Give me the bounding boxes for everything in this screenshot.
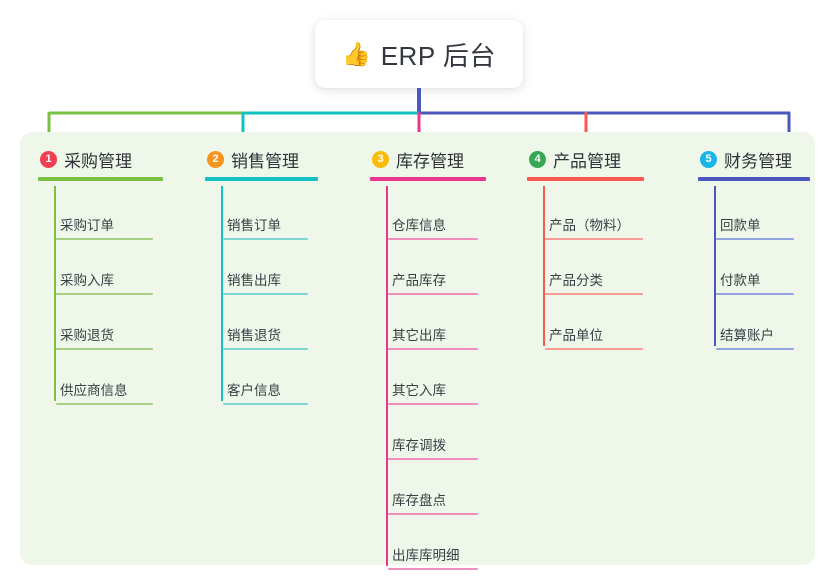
leaf-item[interactable]: 产品单位 bbox=[545, 324, 643, 350]
leaf-item-label: 销售出库 bbox=[227, 273, 281, 288]
leaf-item-rule bbox=[56, 238, 153, 240]
leaf-item-label: 库存盘点 bbox=[392, 493, 446, 508]
column-header-1[interactable]: 1 采购管理 bbox=[38, 146, 163, 172]
leaf-item[interactable]: 库存调拨 bbox=[388, 434, 478, 460]
column-title: 采购管理 bbox=[64, 151, 132, 171]
column-badge-icon: 4 bbox=[529, 150, 546, 168]
leaf-item-label: 产品库存 bbox=[392, 273, 446, 288]
column-3: 3 库存管理仓库信息产品库存其它出库其它入库库存调拨库存盘点出库库明细 bbox=[370, 146, 486, 570]
leaf-item-label: 仓库信息 bbox=[392, 218, 446, 233]
column-header-3[interactable]: 3 库存管理 bbox=[370, 146, 486, 172]
diagram-panel: 1 采购管理采购订单采购入库采购退货供应商信息 2 销售管理销售订单销售出库销售退货客… bbox=[20, 132, 815, 570]
leaf-item[interactable]: 产品库存 bbox=[388, 269, 478, 295]
column-5: 5 财务管理回款单付款单结算账户 bbox=[698, 146, 810, 350]
leaf-item-rule bbox=[545, 293, 643, 295]
leaf-item-label: 产品分类 bbox=[549, 273, 603, 288]
leaf-item[interactable]: 仓库信息 bbox=[388, 214, 478, 240]
column-badge-icon: 3 bbox=[372, 150, 389, 168]
leaf-item[interactable]: 结算账户 bbox=[716, 324, 794, 350]
column-title: 库存管理 bbox=[396, 151, 464, 171]
column-badge-icon: 2 bbox=[207, 150, 224, 168]
leaf-item-label: 供应商信息 bbox=[60, 383, 128, 398]
leaf-item[interactable]: 采购入库 bbox=[56, 269, 153, 295]
leaf-item-rule bbox=[388, 293, 478, 295]
leaf-item-rule bbox=[223, 348, 308, 350]
leaf-item[interactable]: 产品（物料） bbox=[545, 214, 643, 240]
leaf-item[interactable]: 销售退货 bbox=[223, 324, 308, 350]
leaf-item[interactable]: 销售出库 bbox=[223, 269, 308, 295]
column-header-4[interactable]: 4 产品管理 bbox=[527, 146, 644, 172]
leaf-item-rule bbox=[388, 403, 478, 405]
column-2: 2 销售管理销售订单销售出库销售退货客户信息 bbox=[205, 146, 318, 405]
leaf-item-label: 回款单 bbox=[720, 218, 761, 233]
leaf-item-rule bbox=[388, 348, 478, 350]
column-header-rule bbox=[205, 177, 318, 181]
column-badge-icon: 5 bbox=[700, 150, 717, 168]
leaf-item[interactable]: 其它出库 bbox=[388, 324, 478, 350]
root-node-label: ERP 后台 bbox=[380, 40, 496, 71]
column-title: 销售管理 bbox=[231, 151, 299, 171]
leaf-item-rule bbox=[388, 458, 478, 460]
column-header-rule bbox=[38, 177, 163, 181]
leaf-item-label: 销售退货 bbox=[227, 328, 281, 343]
column-title: 财务管理 bbox=[724, 151, 792, 171]
column-spine bbox=[543, 186, 545, 346]
leaf-item-label: 付款单 bbox=[720, 273, 761, 288]
leaf-item-label: 产品（物料） bbox=[549, 218, 630, 233]
leaf-item[interactable]: 付款单 bbox=[716, 269, 794, 295]
column-spine bbox=[221, 186, 223, 401]
root-node-card[interactable]: 👍 ERP 后台 bbox=[315, 20, 523, 88]
leaf-item-label: 出库库明细 bbox=[392, 548, 460, 563]
leaf-item-label: 库存调拨 bbox=[392, 438, 446, 453]
leaf-item[interactable]: 采购退货 bbox=[56, 324, 153, 350]
leaf-item-label: 销售订单 bbox=[227, 218, 281, 233]
leaf-item-rule bbox=[388, 238, 478, 240]
column-badge-icon: 1 bbox=[40, 150, 57, 168]
column-header-5[interactable]: 5 财务管理 bbox=[698, 146, 810, 172]
leaf-item-rule bbox=[223, 403, 308, 405]
column-header-rule bbox=[370, 177, 486, 181]
leaf-item-label: 其它入库 bbox=[392, 383, 446, 398]
leaf-item-rule bbox=[388, 568, 478, 570]
leaf-item-rule bbox=[545, 348, 643, 350]
leaf-item-rule bbox=[56, 293, 153, 295]
leaf-item[interactable]: 其它入库 bbox=[388, 379, 478, 405]
leaf-item[interactable]: 采购订单 bbox=[56, 214, 153, 240]
leaf-item-rule bbox=[223, 293, 308, 295]
leaf-item[interactable]: 产品分类 bbox=[545, 269, 643, 295]
thumbs-up-icon: 👍 bbox=[342, 40, 371, 67]
leaf-item-label: 客户信息 bbox=[227, 383, 281, 398]
leaf-item-rule bbox=[223, 238, 308, 240]
leaf-item-label: 其它出库 bbox=[392, 328, 446, 343]
column-spine bbox=[54, 186, 56, 401]
leaf-item-label: 产品单位 bbox=[549, 328, 603, 343]
column-spine bbox=[386, 186, 388, 566]
leaf-item[interactable]: 销售订单 bbox=[223, 214, 308, 240]
leaf-item[interactable]: 出库库明细 bbox=[388, 544, 478, 570]
leaf-item-label: 采购入库 bbox=[60, 273, 114, 288]
leaf-item[interactable]: 回款单 bbox=[716, 214, 794, 240]
column-4: 4 产品管理产品（物料） 产品分类产品单位 bbox=[527, 146, 644, 350]
leaf-item-rule bbox=[716, 293, 794, 295]
column-header-rule bbox=[527, 177, 644, 181]
column-spine bbox=[714, 186, 716, 346]
column-title: 产品管理 bbox=[553, 151, 621, 171]
column-header-2[interactable]: 2 销售管理 bbox=[205, 146, 318, 172]
leaf-item-label: 采购退货 bbox=[60, 328, 114, 343]
leaf-item[interactable]: 库存盘点 bbox=[388, 489, 478, 515]
leaf-item-rule bbox=[716, 238, 794, 240]
leaf-item[interactable]: 供应商信息 bbox=[56, 379, 153, 405]
leaf-item-rule bbox=[56, 348, 153, 350]
leaf-item-rule bbox=[56, 403, 153, 405]
column-1: 1 采购管理采购订单采购入库采购退货供应商信息 bbox=[38, 146, 163, 405]
column-header-rule bbox=[698, 177, 810, 181]
leaf-item-label: 结算账户 bbox=[720, 328, 774, 343]
leaf-item-rule bbox=[545, 238, 643, 240]
leaf-item-label: 采购订单 bbox=[60, 218, 114, 233]
leaf-item-rule bbox=[716, 348, 794, 350]
leaf-item-rule bbox=[388, 513, 478, 515]
leaf-item[interactable]: 客户信息 bbox=[223, 379, 308, 405]
